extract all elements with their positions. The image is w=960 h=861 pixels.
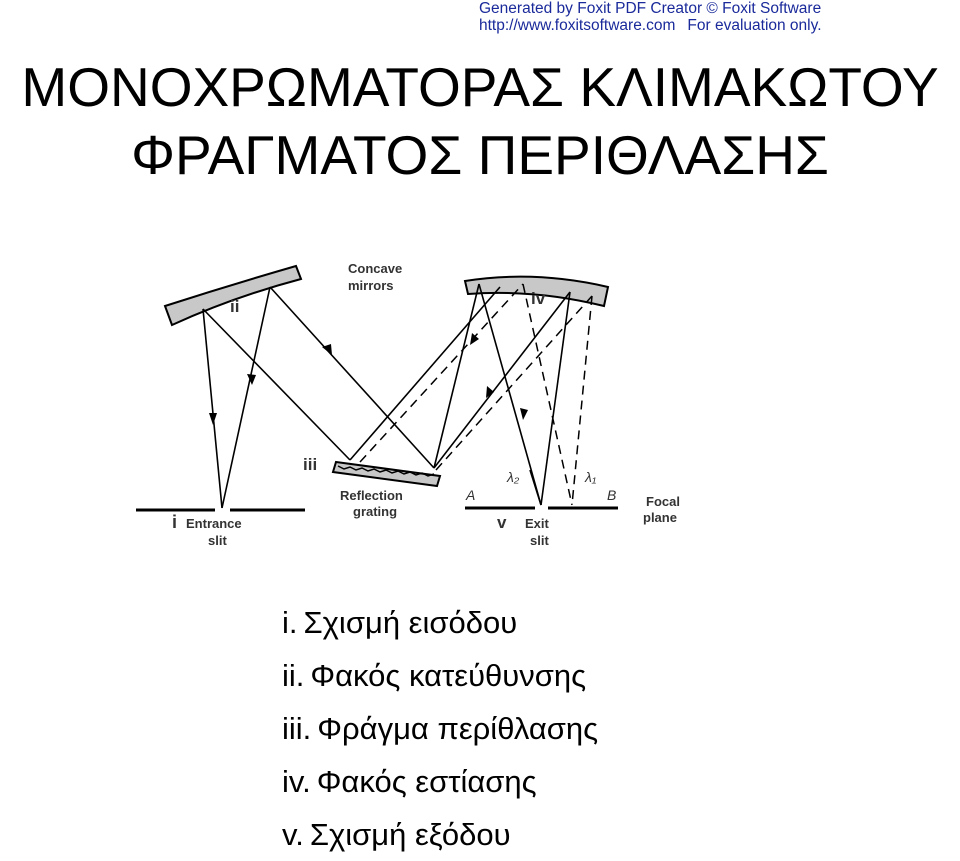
- entrance-slit-label-1: Entrance: [186, 516, 242, 531]
- reflection-grating-label-2: grating: [353, 504, 397, 519]
- legend-text: Φακός εστίασης: [316, 764, 537, 799]
- legend-num: ii.: [282, 658, 305, 693]
- legend-item: iv.Φακός εστίασης: [282, 755, 598, 808]
- lambda2-label: λ₂: [506, 469, 520, 485]
- point-b-label: B: [607, 487, 616, 503]
- legend-item: iii.Φράγμα περίθλασης: [282, 702, 598, 755]
- watermark: Generated by Foxit PDF Creator © Foxit S…: [479, 0, 834, 34]
- legend-text: Φακός κατεύθυνσης: [310, 658, 587, 693]
- reflection-grating: [331, 460, 442, 488]
- exit-slit-label-1: Exit: [525, 516, 550, 531]
- ray-arrows: [209, 333, 528, 425]
- concave-mirror-iv: [463, 275, 610, 308]
- label-i: i: [172, 512, 177, 532]
- legend-text: Φράγμα περίθλασης: [317, 711, 599, 746]
- dashed-rays: [359, 283, 593, 506]
- watermark-line2: http://www.foxitsoftware.com For evaluati…: [479, 17, 834, 34]
- legend-text: Σχισμή εισόδου: [303, 605, 518, 640]
- concave-mirrors-label-2: mirrors: [348, 278, 394, 293]
- legend-item: v.Σχισμή εξόδου: [282, 808, 598, 861]
- exit-slit-label-2: slit: [530, 533, 549, 548]
- label-iii: iii: [303, 455, 317, 474]
- label-v: v: [497, 513, 507, 532]
- watermark-note: For evaluation only.: [687, 17, 822, 34]
- lambda1-label: λ₁: [584, 469, 597, 485]
- focal-plane-label-1: Focal: [646, 494, 680, 509]
- label-iv: iv: [531, 289, 546, 308]
- page-title-line2: ΦΡΑΓΜΑΤΟΣ ΠΕΡΙΘΛΑΣΗΣ: [131, 124, 829, 186]
- legend-num: iii.: [282, 711, 312, 746]
- legend-text: Σχισμή εξόδου: [309, 817, 511, 852]
- reflection-grating-label-1: Reflection: [340, 488, 403, 503]
- legend-list: i.Σχισμή εισόδου ii.Φακός κατεύθυνσης ii…: [282, 596, 598, 861]
- concave-mirrors-label-1: Concave: [348, 261, 402, 276]
- legend-num: i.: [282, 605, 298, 640]
- light-rays: [202, 283, 571, 509]
- watermark-line1: Generated by Foxit PDF Creator © Foxit S…: [479, 0, 822, 17]
- page-title-line1: ΜΟΝΟΧΡΩΜΑΤΟΡΑΣ ΚΛΙΜΑΚΩΤΟΥ: [21, 56, 939, 118]
- monochromator-diagram: Concave mirrors ii iv iii Reflection gra…: [136, 261, 680, 548]
- entrance-slit-label-2: slit: [208, 533, 227, 548]
- watermark-url[interactable]: http://www.foxitsoftware.com: [479, 17, 676, 34]
- legend-num: iv.: [282, 764, 311, 799]
- legend-item: ii.Φακός κατεύθυνσης: [282, 649, 598, 702]
- point-a-label: A: [465, 487, 475, 503]
- legend-item: i.Σχισμή εισόδου: [282, 596, 598, 649]
- concave-mirror-ii: [163, 264, 303, 327]
- legend-num: v.: [282, 817, 304, 852]
- label-ii: ii: [230, 297, 239, 316]
- focal-plane-label-2: plane: [643, 510, 677, 525]
